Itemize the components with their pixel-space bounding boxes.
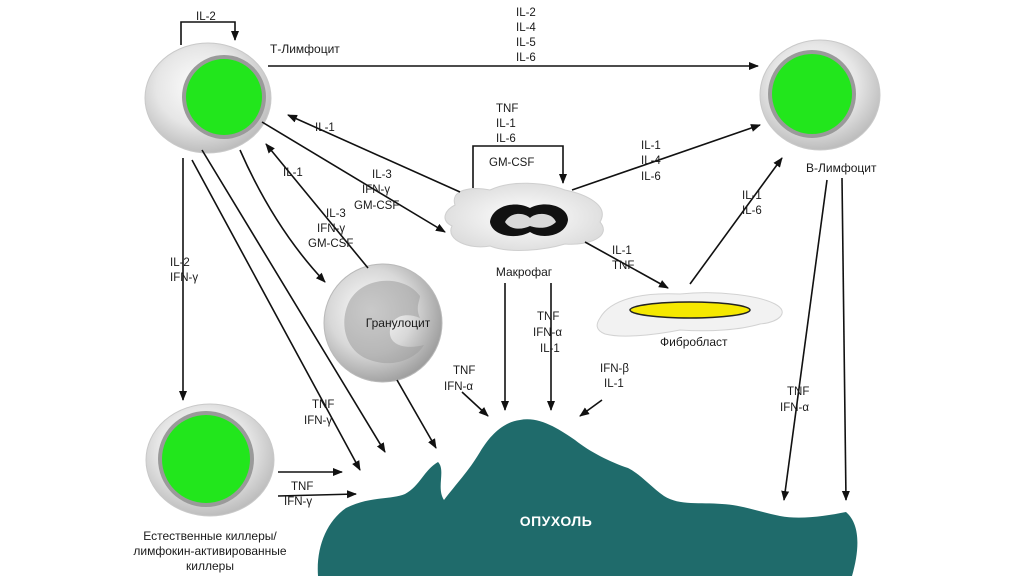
nk-label-line-1: Естественные киллеры/ — [143, 529, 277, 543]
signal-fib-to-b: IL-1 IL-6 — [742, 190, 762, 217]
svg-text:IL-6: IL-6 — [496, 133, 516, 145]
svg-text:IL-1: IL-1 — [641, 140, 661, 152]
arrow-mac-self — [472, 145, 567, 188]
svg-text:IFN-γ: IFN-γ — [170, 272, 198, 284]
svg-text:IFN-γ: IFN-γ — [304, 415, 332, 427]
granulocyte-label: Гранулоцит — [366, 316, 431, 330]
macrophage-cell — [444, 182, 604, 251]
arrow-gran-to-tumor-1 — [396, 379, 437, 449]
fibroblast-cell — [596, 292, 783, 337]
signal-t-to-mac: IL-3 IFN-γ GM-CSF — [354, 169, 399, 212]
signal-t-to-b: IL-2 IL-4 IL-5 IL-6 — [516, 7, 536, 64]
signal-t-to-gran: IL-3 IFN-γ GM-CSF — [308, 208, 353, 250]
arrow-gran-to-tumor-2 — [461, 391, 489, 417]
svg-text:IL-1: IL-1 — [612, 245, 632, 257]
signal-gran-to-tumor: TNF IFN-α — [444, 365, 475, 393]
svg-text:IL-3: IL-3 — [326, 208, 346, 220]
b-lymphocyte-nucleus — [772, 54, 852, 134]
arrow-mac-to-b — [571, 124, 761, 191]
signal-t-to-tumor: TNF IFN-γ — [304, 399, 334, 427]
svg-text:TNF: TNF — [787, 386, 809, 398]
b-lymphocyte-label: В-Лимфоцит — [806, 161, 877, 175]
svg-text:TNF: TNF — [291, 481, 313, 493]
svg-text:IL-6: IL-6 — [742, 205, 762, 217]
svg-text:IL-1: IL-1 — [604, 378, 624, 390]
svg-text:IL-1: IL-1 — [496, 118, 516, 130]
arrow-fib-to-tumor — [579, 399, 603, 417]
tumor-mass — [317, 419, 858, 576]
svg-text:IFN-α: IFN-α — [780, 402, 809, 414]
signal-mac-self: TNF IL-1 IL-6 GM-CSF — [489, 103, 534, 169]
t-lymphocyte-cell — [144, 42, 272, 154]
signal-fib-to-tumor: IFN-β IL-1 — [600, 363, 629, 390]
svg-text:IL-5: IL-5 — [516, 37, 536, 49]
svg-text:IFN-β: IFN-β — [600, 363, 629, 375]
arrow-b-to-tumor-2 — [841, 177, 850, 501]
signal-nk-to-tumor: TNF IFN-γ — [284, 481, 313, 508]
signal-mac-to-t: IL-1 — [315, 122, 335, 134]
svg-text:IL-2: IL-2 — [170, 257, 190, 269]
svg-text:IL-3: IL-3 — [372, 169, 392, 181]
signal-t-self: IL-2 — [196, 11, 216, 23]
svg-text:IFN-γ: IFN-γ — [362, 184, 390, 196]
svg-text:TNF: TNF — [453, 365, 475, 377]
arrow-mac-to-t — [287, 114, 461, 193]
arrow-t-self — [180, 21, 239, 45]
arrow-mac-to-fib — [584, 241, 669, 289]
svg-text:GM-CSF: GM-CSF — [489, 157, 534, 169]
nk-cell-nucleus — [162, 415, 250, 503]
b-lymphocyte-cell — [759, 39, 881, 151]
arrow-t-to-tumor-1 — [191, 159, 361, 471]
arrow-fib-to-b — [689, 157, 783, 285]
arrow-t-to-tumor-2 — [201, 149, 386, 453]
svg-text:TNF: TNF — [612, 260, 634, 272]
arrow-t-to-gran — [239, 149, 326, 283]
svg-text:TNF: TNF — [312, 399, 334, 411]
svg-text:IFN-γ: IFN-γ — [317, 223, 345, 235]
tumor-label: ОПУХОЛЬ — [520, 513, 593, 529]
granulocyte-cell — [323, 263, 443, 383]
t-lymphocyte-nucleus — [186, 59, 262, 135]
svg-text:IFN-α: IFN-α — [444, 381, 473, 393]
svg-text:IL-4: IL-4 — [641, 155, 661, 167]
signal-gran-to-t: IL-1 — [283, 167, 303, 179]
signal-b-to-tumor: TNF IFN-α — [780, 386, 809, 414]
svg-text:IL-1: IL-1 — [742, 190, 762, 202]
signal-mac-to-tumor: TNF IFN-α IL-1 — [533, 311, 562, 355]
svg-text:IL-1: IL-1 — [540, 343, 560, 355]
svg-text:GM-CSF: GM-CSF — [354, 200, 399, 212]
svg-text:IL-6: IL-6 — [641, 171, 661, 183]
macrophage-label: Макрофаг — [496, 265, 553, 279]
arrow-b-to-tumor-1 — [781, 179, 828, 501]
svg-text:IL-4: IL-4 — [516, 22, 536, 34]
nk-label-line-2: лимфокин-активированные — [133, 544, 287, 558]
svg-text:IFN-γ: IFN-γ — [284, 496, 312, 508]
svg-text:IFN-α: IFN-α — [533, 327, 562, 339]
signal-mac-to-b: IL-1 IL-4 IL-6 — [641, 140, 661, 183]
svg-text:GM-CSF: GM-CSF — [308, 238, 353, 250]
signal-t-to-nk: IL-2 IFN-γ — [170, 257, 198, 284]
svg-text:TNF: TNF — [537, 311, 559, 323]
svg-text:TNF: TNF — [496, 103, 518, 115]
nk-label-line-3: киллеры — [186, 559, 234, 573]
arrow-t-to-mac — [261, 121, 446, 233]
nk-cell — [145, 403, 275, 517]
svg-text:IL-2: IL-2 — [516, 7, 536, 19]
svg-text:IL-6: IL-6 — [516, 52, 536, 64]
t-lymphocyte-label: Т-Лимфоцит — [270, 42, 340, 56]
signal-mac-to-fib: IL-1 TNF — [612, 245, 634, 272]
arrow-nk-to-tumor-2 — [277, 490, 357, 499]
fibroblast-label: Фибробласт — [660, 335, 728, 349]
arrow-gran-to-t — [265, 143, 369, 269]
